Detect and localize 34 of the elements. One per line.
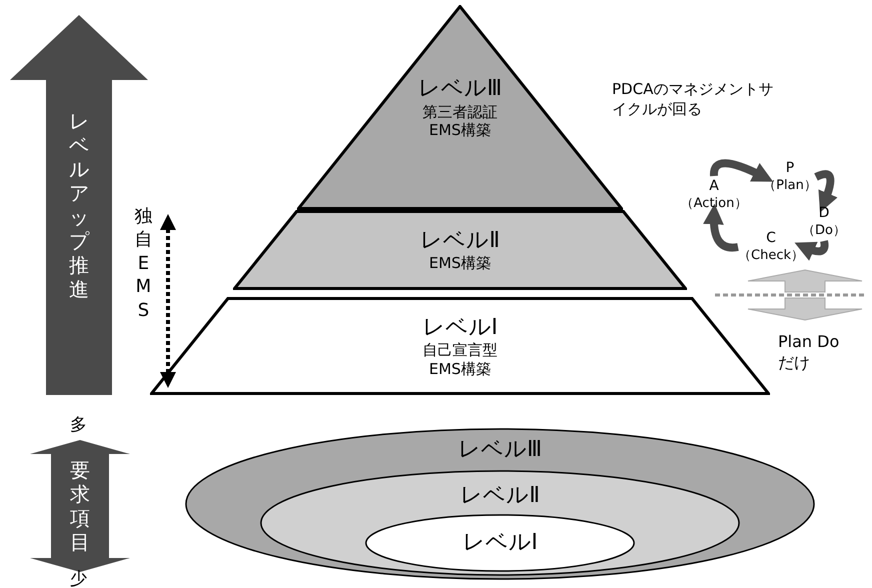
- node-title: レベルⅠ: [462, 529, 538, 557]
- node-title: レベルⅡ: [420, 226, 500, 254]
- node-title: レベルⅢ: [418, 75, 502, 102]
- node-text: EMS構築: [429, 254, 491, 274]
- node-title: レベルⅠ: [422, 314, 498, 341]
- node-text: （Do）: [802, 222, 846, 239]
- node-title: 要求項目: [70, 458, 90, 554]
- node-text: 第三者認証 EMS構築: [422, 102, 498, 140]
- cycle-arrow: [794, 240, 829, 261]
- node-title: レベルⅡ: [460, 482, 540, 510]
- node-title: レベルⅢ: [458, 436, 542, 464]
- node-text: 自己宣言型 EMS構築: [422, 341, 498, 378]
- vertical-label: 独自EMS: [134, 205, 153, 322]
- outer-ellipse: [185, 428, 815, 580]
- node-text: （Plan）: [763, 178, 817, 194]
- double-arrow: [30, 440, 130, 572]
- node-title: A: [709, 178, 719, 196]
- pyramid-base-band: [150, 297, 770, 395]
- node-text: （Action）: [680, 196, 748, 212]
- scale-label: 多: [70, 414, 88, 436]
- scale-label: 少: [70, 568, 88, 588]
- pyramid-middle-band: [233, 210, 687, 290]
- node-title: レベルアップ推進: [68, 109, 90, 301]
- cycle-arrow: [703, 204, 738, 252]
- cycle-arrow: [710, 159, 774, 182]
- node-title: P: [786, 160, 794, 178]
- inner-ellipse: [365, 514, 635, 572]
- annotation-text: PDCAのマネジメントサイクルが回る: [612, 80, 774, 119]
- middle-ellipse: [260, 470, 740, 576]
- annotation-text: Plan Do だけ: [778, 332, 840, 374]
- cycle-arrow: [814, 170, 838, 213]
- node-title: C: [766, 230, 776, 248]
- node-title: D: [818, 205, 830, 223]
- node-text: （Check）: [738, 248, 804, 264]
